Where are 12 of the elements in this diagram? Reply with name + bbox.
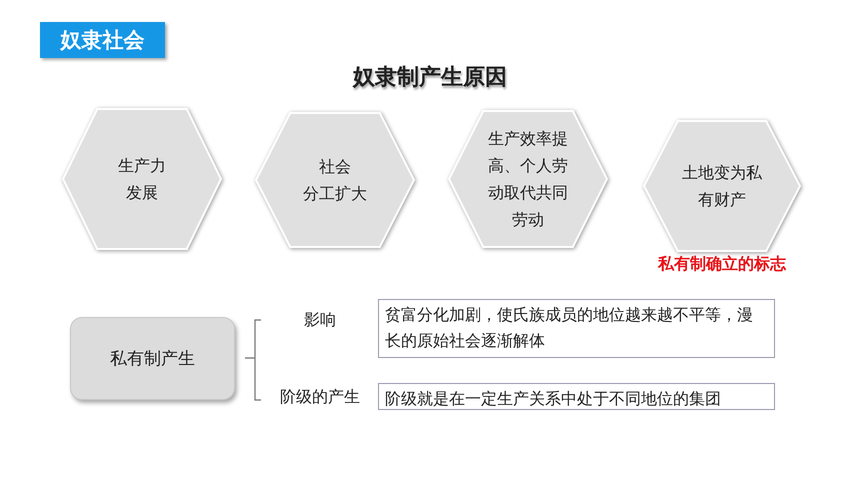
hexagon-text: 土地变为私有财产 <box>682 162 762 211</box>
branch-label: 影响 <box>303 310 337 331</box>
text-box: 阶级就是在一定生产关系中处于不同地位的集团 <box>378 383 775 410</box>
hexagon-text: 生产力发展 <box>118 155 166 204</box>
text-box: 贫富分化加剧，使氏族成员的地位越来越不平等，漫长的原始社会逐渐解体 <box>378 299 775 358</box>
annotation-text: 私有制确立的标志 <box>656 254 788 275</box>
rounded-box: 私有制产生 <box>70 317 235 400</box>
branch-label: 阶级的产生 <box>279 387 361 408</box>
diagram-title: 奴隶制产生原因 <box>351 64 508 92</box>
heading-banner: 奴隶社会 <box>40 22 165 58</box>
hexagon-text: 社会分工扩大 <box>303 156 367 205</box>
hexagon-text: 生产效率提高、个人劳动取代共同劳动 <box>488 128 568 231</box>
